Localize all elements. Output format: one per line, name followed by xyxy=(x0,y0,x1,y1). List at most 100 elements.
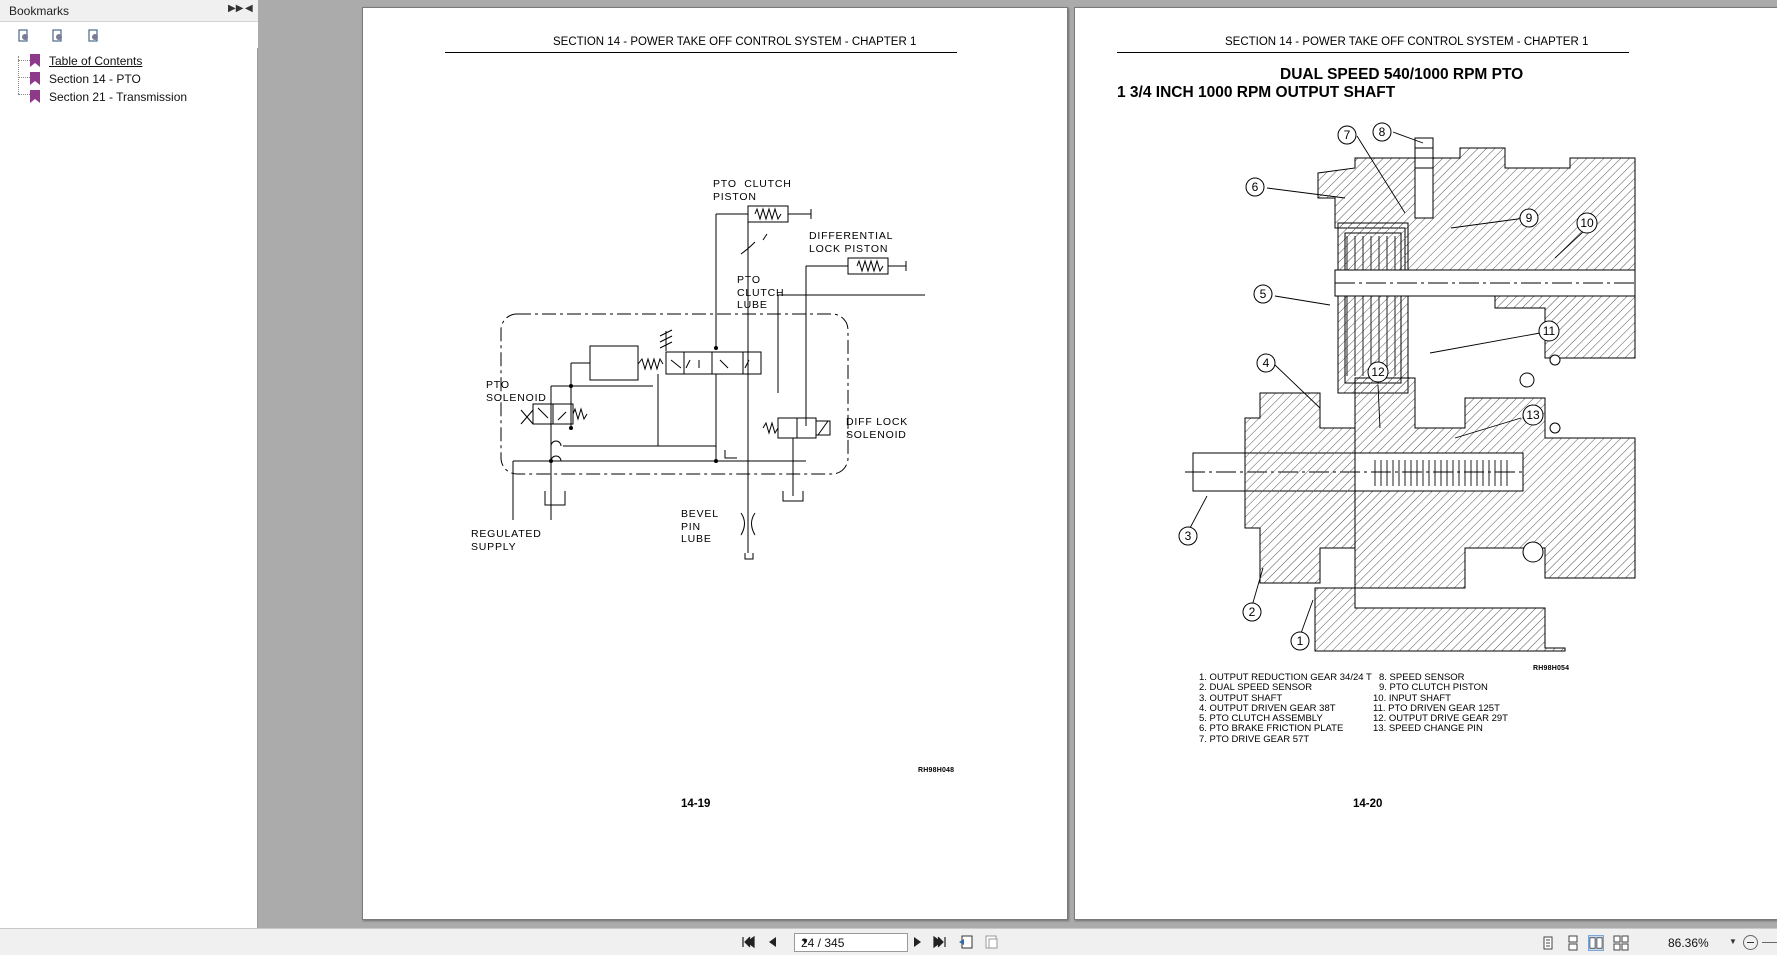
prev-page-icon[interactable] xyxy=(766,935,780,949)
label-pto-clutch-lube: PTO CLUTCH LUBE xyxy=(737,274,785,311)
page-section-header: SECTION 14 - POWER TAKE OFF CONTROL SYST… xyxy=(553,36,917,48)
callout-13 xyxy=(1522,404,1544,426)
bookmarks-panel: Bookmarks ▶▶ ◀ Tabl xyxy=(0,0,258,928)
pdf-page-left: SECTION 14 - POWER TAKE OFF CONTROL SYST… xyxy=(362,7,1068,920)
zoom-dropdown-icon[interactable]: ▼ xyxy=(1729,937,1737,946)
label-bevel-pin-lube: BEVEL PIN LUBE xyxy=(681,508,719,545)
page-indicator-text: 24 / 345 xyxy=(801,936,845,950)
callout-1-text: 1 xyxy=(1297,634,1304,648)
callout-10 xyxy=(1576,212,1598,234)
zoom-slider[interactable] xyxy=(1762,942,1777,943)
legend-item: 10. INPUT SHAFT xyxy=(1373,693,1451,704)
legend-item: 3. OUTPUT SHAFT xyxy=(1199,693,1283,704)
pdf-page-right: SECTION 14 - POWER TAKE OFF CONTROL SYST… xyxy=(1074,7,1777,920)
bookmark-options-icon[interactable] xyxy=(86,28,102,44)
legend-item: 2. DUAL SPEED SENSOR xyxy=(1199,682,1313,693)
callout-4-text: 4 xyxy=(1263,356,1270,370)
callout-6-text: 6 xyxy=(1252,180,1259,194)
page-section-header: SECTION 14 - POWER TAKE OFF CONTROL SYST… xyxy=(1225,36,1589,48)
callout-12 xyxy=(1367,361,1389,383)
page-number-input[interactable]: 24 / 345 ▼ xyxy=(794,933,908,952)
single-page-view-icon[interactable] xyxy=(1540,935,1556,951)
page-number: 14-19 xyxy=(681,798,711,810)
panel-expand-icon[interactable]: ▶▶ xyxy=(228,3,244,14)
callout-5-text: 5 xyxy=(1260,287,1267,301)
callout-markers: 1 2 3 4 5 6 7 8 9 10 11 12 13 xyxy=(1178,122,1598,651)
go-forward-view-icon[interactable] xyxy=(982,935,1000,949)
legend-item: 1. OUTPUT REDUCTION GEAR 34/24 T xyxy=(1199,672,1372,683)
callout-6 xyxy=(1245,177,1265,197)
figure-title-line2: 1 3/4 INCH 1000 RPM OUTPUT SHAFT xyxy=(1117,84,1396,101)
bookmarks-panel-header: Bookmarks ▶▶ ◀ xyxy=(0,0,258,22)
panel-collapse-icon[interactable]: ◀ xyxy=(245,3,253,14)
tree-connector xyxy=(18,77,30,78)
first-page-icon[interactable] xyxy=(742,935,756,949)
figure-id: RH98H048 xyxy=(918,767,955,774)
figure-title-line1: DUAL SPEED 540/1000 RPM PTO xyxy=(1280,66,1524,83)
figure-id: RH98H054 xyxy=(1533,665,1570,672)
callout-8 xyxy=(1372,122,1392,142)
legend-item: 4. OUTPUT DRIVEN GEAR 38T xyxy=(1199,703,1336,714)
bookmark-flag-icon xyxy=(30,90,40,103)
tree-connector xyxy=(18,56,30,94)
page-number: 14-20 xyxy=(1353,798,1383,810)
zoom-level[interactable]: 86.36% xyxy=(1668,936,1709,950)
legend-item: 12. OUTPUT DRIVE GEAR 29T xyxy=(1373,713,1508,724)
tree-connector xyxy=(18,94,30,95)
tree-connector xyxy=(18,60,30,61)
callout-11-text: 11 xyxy=(1543,324,1556,338)
header-rule xyxy=(1117,52,1629,53)
callout-1 xyxy=(1290,631,1310,651)
legend-item: 9. PTO CLUTCH PISTON xyxy=(1379,682,1488,693)
callout-5 xyxy=(1253,284,1273,304)
callout-3 xyxy=(1178,526,1198,546)
legend-item: 7. PTO DRIVE GEAR 57T xyxy=(1199,734,1310,745)
bookmarks-toolbar xyxy=(0,22,258,48)
next-page-icon[interactable] xyxy=(910,935,924,949)
bookmark-label: Section 14 - PTO xyxy=(49,72,141,86)
callout-9 xyxy=(1519,208,1539,228)
go-back-view-icon[interactable] xyxy=(958,935,976,949)
callout-3-text: 3 xyxy=(1185,529,1192,543)
legend-item: 13. SPEED CHANGE PIN xyxy=(1373,723,1483,734)
navigation-statusbar: 24 / 345 ▼ 86.36% ▼ xyxy=(0,928,1777,955)
callout-12-text: 12 xyxy=(1371,365,1385,379)
legend-item: 11. PTO DRIVEN GEAR 125T xyxy=(1373,703,1500,714)
callout-9-text: 9 xyxy=(1526,211,1533,225)
bookmark-label: Table of Contents xyxy=(49,54,143,68)
callout-7 xyxy=(1337,125,1357,145)
callout-13-text: 13 xyxy=(1526,408,1540,422)
pto-cross-section-drawing xyxy=(1185,131,1636,652)
label-pto-clutch-piston: PTO CLUTCH PISTON xyxy=(713,178,792,203)
legend-item: 5. PTO CLUTCH ASSEMBLY xyxy=(1199,713,1323,724)
legend-item: 8. SPEED SENSOR xyxy=(1379,672,1465,683)
page-dropdown-icon[interactable]: ▼ xyxy=(801,937,809,946)
callout-7-text: 7 xyxy=(1344,128,1351,142)
callout-10-text: 10 xyxy=(1580,216,1594,230)
callout-4 xyxy=(1256,353,1276,373)
header-rule xyxy=(445,52,957,53)
bookmark-flag-icon xyxy=(30,72,40,85)
callout-2-text: 2 xyxy=(1249,605,1256,619)
label-regulated-supply: REGULATED SUPPLY xyxy=(471,528,542,553)
callout-11 xyxy=(1538,320,1560,342)
bookmarks-panel-title: Bookmarks xyxy=(9,4,70,18)
hydraulic-schematic-diagram xyxy=(500,205,925,560)
legend-item: 6. PTO BRAKE FRICTION PLATE xyxy=(1199,723,1344,734)
bookmark-label: Section 21 - Transmission xyxy=(49,90,188,104)
label-pto-solenoid: PTO SOLENOID xyxy=(486,379,547,404)
last-page-icon[interactable] xyxy=(932,935,946,949)
bookmark-expand-icon[interactable] xyxy=(16,28,32,44)
continuous-view-icon[interactable] xyxy=(1565,935,1581,951)
label-diff-lock-solenoid: DIFF LOCK SOLENOID xyxy=(846,416,909,441)
bookmark-add-icon[interactable] xyxy=(50,28,66,44)
zoom-out-icon[interactable] xyxy=(1743,935,1758,950)
bookmark-flag-icon xyxy=(30,54,40,67)
callout-8-text: 8 xyxy=(1379,125,1386,139)
callout-2 xyxy=(1242,602,1262,622)
label-differential-lock-piston: DIFFERENTIAL LOCK PISTON xyxy=(809,230,894,255)
document-view[interactable]: SECTION 14 - POWER TAKE OFF CONTROL SYST… xyxy=(259,0,1777,928)
facing-view-icon[interactable] xyxy=(1588,935,1604,951)
facing-continuous-view-icon[interactable] xyxy=(1613,935,1629,951)
